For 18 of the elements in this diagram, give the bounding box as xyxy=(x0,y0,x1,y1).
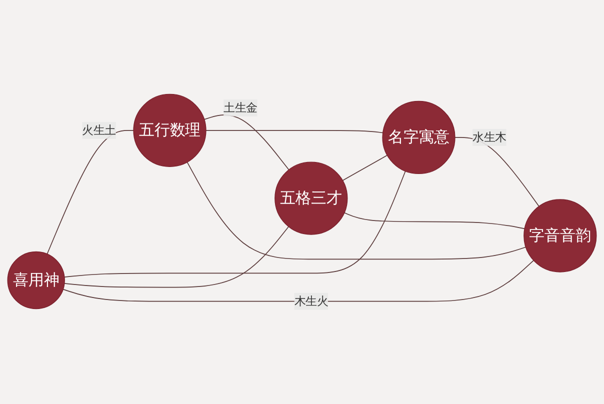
connector xyxy=(206,130,384,134)
node-circle: 喜用神 xyxy=(7,251,65,310)
node-circle: 五格三才 xyxy=(274,162,348,235)
connector xyxy=(62,260,534,302)
connector xyxy=(64,226,290,288)
edge-label: 水生木 xyxy=(472,130,506,144)
edge-label: 火生土 xyxy=(82,123,116,137)
connector xyxy=(186,162,526,260)
edge-label: 木生火 xyxy=(294,294,328,308)
node-circle: 五行数理 xyxy=(133,94,206,167)
connector xyxy=(64,170,406,278)
node-circle: 字音音韵 xyxy=(524,199,597,272)
connector xyxy=(46,130,134,254)
connector xyxy=(344,212,526,230)
node-circle: 名字寓意 xyxy=(382,100,456,174)
edge-label: 土生金 xyxy=(224,100,258,114)
connector xyxy=(204,114,290,170)
connector xyxy=(342,154,388,181)
